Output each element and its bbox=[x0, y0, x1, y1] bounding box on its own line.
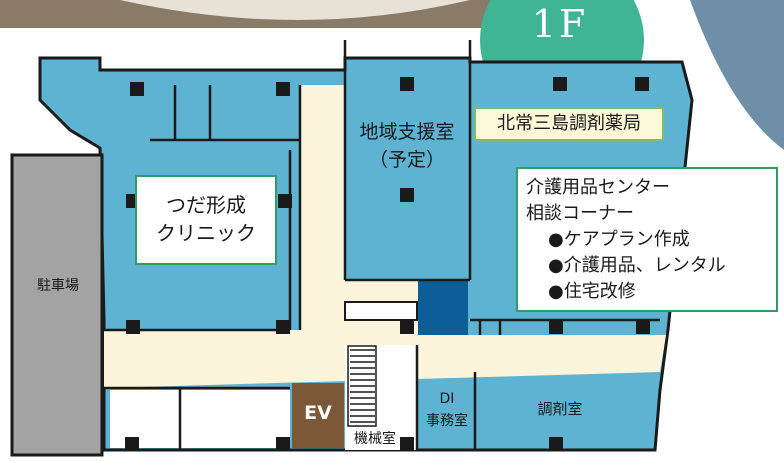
parking-label: 駐車場 bbox=[37, 278, 79, 294]
care-center-label-box: 介護用品センター 相談コーナー ●ケアプラン作成 ●介護用品、レンタル ●住宅改… bbox=[516, 167, 778, 312]
accent-room bbox=[418, 280, 468, 335]
di-office-line-1: DI bbox=[439, 391, 455, 407]
pharmacy-name: 北常三島調剤薬局 bbox=[497, 113, 641, 134]
structural-columns bbox=[125, 77, 650, 451]
entry-slot bbox=[344, 301, 418, 321]
care-service-item: ●介護用品、レンタル bbox=[548, 255, 726, 276]
care-service-item: ●ケアプラン作成 bbox=[548, 229, 690, 250]
elevator-box bbox=[292, 383, 344, 448]
clinic-name-line-1: つだ形成 bbox=[166, 193, 246, 217]
parking-lot bbox=[10, 153, 104, 457]
pharmacy-label-box: 北常三島調剤薬局 bbox=[474, 107, 664, 141]
di-office-label: DI 事務室 bbox=[418, 388, 476, 432]
lower-left-area bbox=[110, 390, 290, 448]
community-support-line-2: （予定） bbox=[368, 149, 445, 171]
interior-walls bbox=[104, 40, 660, 450]
top-photo-arch bbox=[120, 0, 470, 20]
care-center-title-2: 相談コーナー bbox=[526, 203, 634, 224]
corridor-horizontal bbox=[104, 280, 666, 388]
machine-room-label: 機械室 bbox=[354, 431, 396, 447]
stairs bbox=[347, 345, 377, 427]
di-office-line-2: 事務室 bbox=[426, 413, 468, 429]
community-support-label: 地域支援室 （予定） bbox=[347, 118, 467, 174]
corner-photo bbox=[690, 0, 784, 150]
floor-label: 1F bbox=[531, 2, 589, 46]
dispensing-room-label: 調剤室 bbox=[537, 400, 583, 418]
elevator-label: EV bbox=[304, 402, 332, 424]
clinic-label-box: つだ形成 クリニック bbox=[135, 175, 277, 265]
care-center-title-1: 介護用品センター bbox=[526, 177, 670, 198]
community-support-line-1: 地域支援室 bbox=[359, 121, 455, 143]
clinic-name-line-2: クリニック bbox=[156, 221, 256, 245]
care-service-item: ●住宅改修 bbox=[548, 281, 636, 302]
